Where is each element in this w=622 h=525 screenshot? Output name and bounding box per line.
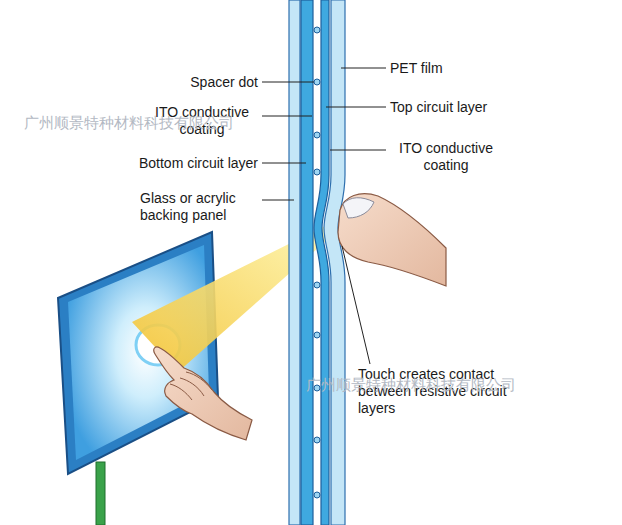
leader-lines [262, 68, 386, 364]
finger [338, 194, 446, 286]
monitor-stand [96, 462, 105, 525]
part-label: Glass or acrylic backing panel [138, 190, 260, 224]
backing-panel [289, 0, 300, 525]
fingernail [343, 198, 374, 218]
part-label: PET film [388, 60, 512, 77]
bottom-circuit-layer [301, 0, 313, 525]
watermark: 广州顺景特种材料科技有限公司 [22, 114, 236, 131]
hand-fingers [170, 372, 212, 400]
part-label: Spacer dot [166, 74, 260, 91]
part-label: Top circuit layer [388, 99, 532, 116]
watermark: 广州顺景特种材料科技有限公司 [304, 376, 518, 393]
pointing-hand [154, 347, 252, 440]
pet-film [324, 0, 345, 525]
part-label: ITO conductive coating [388, 140, 504, 174]
part-label: Bottom circuit layer [106, 155, 260, 172]
top-circuit-layer [314, 0, 329, 525]
